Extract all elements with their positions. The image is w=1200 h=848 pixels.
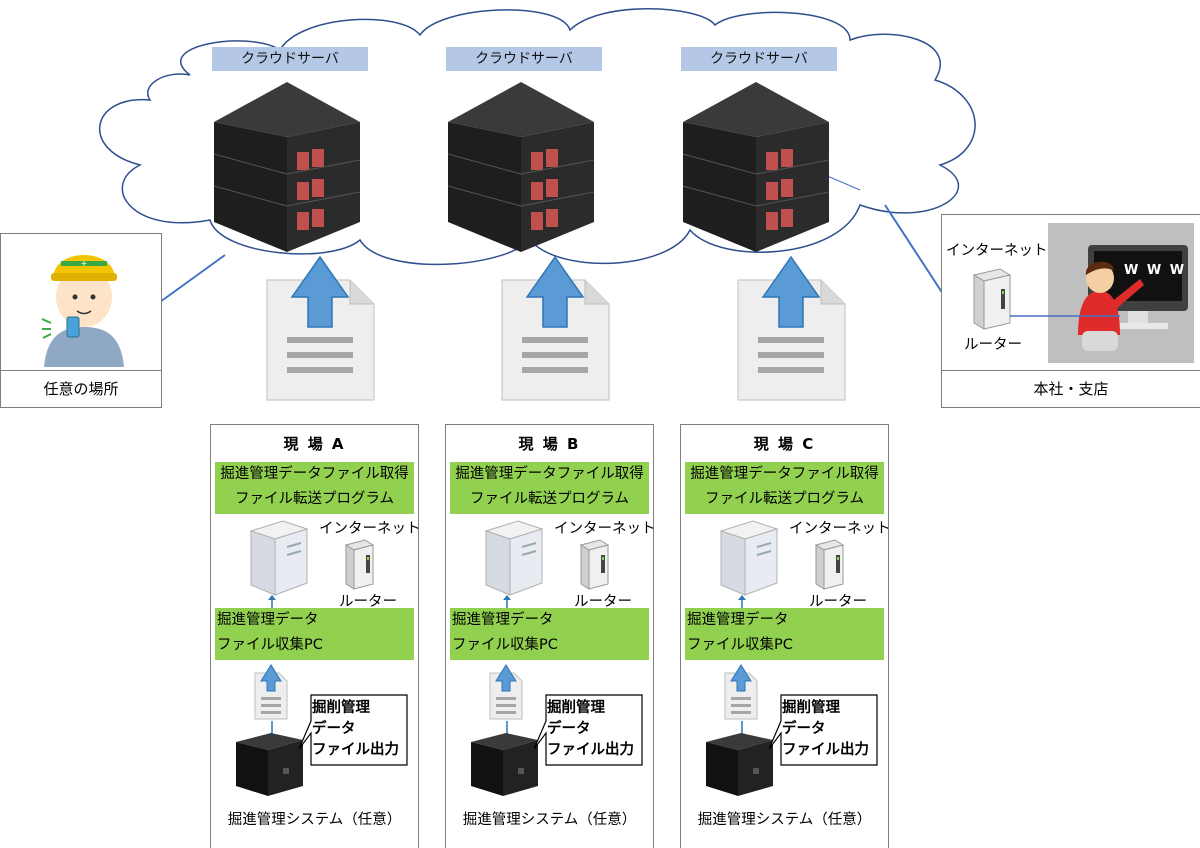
drilling-system-label: 掘進管理システム（任意） bbox=[697, 812, 872, 828]
site-panel-c: 現 場 C 掘進管理データファイル取得 ファイル転送プログラム インターネット … bbox=[680, 424, 891, 848]
cloud-server-label-1: クラウドサーバ bbox=[212, 47, 368, 71]
site-internet-label: インターネット bbox=[554, 521, 656, 537]
server-rack-icon bbox=[682, 82, 830, 252]
collection-pc-tower-icon bbox=[484, 520, 544, 596]
transfer-program-line1: 掘進管理データファイル取得 bbox=[455, 466, 644, 482]
callout-line1: 掘削管理 bbox=[312, 700, 370, 716]
output-callout-box bbox=[534, 694, 643, 766]
transfer-program-line1: 掘進管理データファイル取得 bbox=[690, 466, 879, 482]
upload-document-icon bbox=[501, 255, 610, 401]
site-title: 現 場 C bbox=[753, 435, 816, 453]
collection-pc-line2: ファイル収集PC bbox=[452, 637, 558, 653]
output-file-upload-icon bbox=[489, 664, 523, 720]
callout-line3: ファイル出力 bbox=[312, 742, 399, 758]
output-callout-text: 掘削管理 データ ファイル出力 bbox=[782, 698, 869, 761]
site-panel-b: 現 場 B 掘進管理データファイル取得 ファイル転送プログラム インターネット … bbox=[445, 424, 656, 848]
upload-document-icon bbox=[266, 255, 375, 401]
drilling-system-label: 掘進管理システム（任意） bbox=[462, 812, 637, 828]
output-callout-text: 掘削管理 データ ファイル出力 bbox=[312, 698, 399, 761]
head-office-caption: 本社・支店 bbox=[942, 370, 1200, 407]
site-internet-label: インターネット bbox=[789, 521, 891, 537]
internet-label: インターネット bbox=[946, 243, 1048, 259]
remote-location-box: + 任意の場所 bbox=[0, 233, 162, 408]
collection-pc-line2: ファイル収集PC bbox=[217, 637, 323, 653]
callout-line3: ファイル出力 bbox=[547, 742, 634, 758]
head-office-box: インターネット ルーター W W W 本社・支店 bbox=[941, 214, 1200, 408]
transfer-program-band: 掘進管理データファイル取得 ファイル転送プログラム bbox=[450, 462, 649, 514]
transfer-program-line2: ファイル転送プログラム bbox=[469, 491, 630, 507]
callout-line2: データ bbox=[782, 721, 826, 737]
transfer-program-line1: 掘進管理データファイル取得 bbox=[220, 466, 409, 482]
output-callout-box bbox=[299, 694, 408, 766]
collection-pc-line1: 掘進管理データ bbox=[217, 612, 319, 628]
site-router-icon bbox=[814, 539, 845, 590]
output-file-upload-icon bbox=[724, 664, 758, 720]
callout-line1: 掘削管理 bbox=[782, 700, 840, 716]
server-rack-icon bbox=[447, 82, 595, 252]
collection-pc-tower-icon bbox=[719, 520, 779, 596]
collection-pc-line2: ファイル収集PC bbox=[687, 637, 793, 653]
collection-pc-band: 掘進管理データ ファイル収集PC bbox=[450, 608, 649, 660]
callout-line2: データ bbox=[547, 721, 591, 737]
site-title: 現 場 A bbox=[283, 435, 346, 453]
server-rack-icon bbox=[213, 82, 361, 252]
site-title: 現 場 B bbox=[518, 435, 581, 453]
svg-text:+: + bbox=[81, 259, 88, 268]
output-file-upload-icon bbox=[254, 664, 288, 720]
drilling-system-pc-icon bbox=[236, 733, 303, 796]
output-callout-text: 掘削管理 データ ファイル出力 bbox=[547, 698, 634, 761]
network-cable bbox=[1010, 315, 1120, 317]
callout-line1: 掘削管理 bbox=[547, 700, 605, 716]
site-router-icon bbox=[579, 539, 610, 590]
callout-line3: ファイル出力 bbox=[782, 742, 869, 758]
site-panel-a: 現 場 A 掘進管理データファイル取得 ファイル転送プログラム インターネット … bbox=[210, 424, 421, 848]
router-label: ルーター bbox=[964, 337, 1022, 353]
upload-document-icon bbox=[737, 255, 846, 401]
transfer-program-line2: ファイル転送プログラム bbox=[234, 491, 395, 507]
collection-pc-line1: 掘進管理データ bbox=[687, 612, 789, 628]
user-at-monitor-panel: W W W bbox=[1048, 223, 1194, 363]
site-router-label: ルーター bbox=[339, 594, 397, 610]
collection-pc-line1: 掘進管理データ bbox=[452, 612, 554, 628]
collection-pc-band: 掘進管理データ ファイル収集PC bbox=[685, 608, 884, 660]
drilling-system-pc-icon bbox=[706, 733, 773, 796]
site-router-label: ルーター bbox=[809, 594, 867, 610]
collection-pc-band: 掘進管理データ ファイル収集PC bbox=[215, 608, 414, 660]
cloud-server-label-2: クラウドサーバ bbox=[446, 47, 602, 71]
remote-location-caption: 任意の場所 bbox=[1, 370, 161, 407]
collection-pc-tower-icon bbox=[249, 520, 309, 596]
output-callout-box bbox=[769, 694, 878, 766]
transfer-program-band: 掘進管理データファイル取得 ファイル転送プログラム bbox=[685, 462, 884, 514]
site-router-icon bbox=[344, 539, 375, 590]
transfer-program-line2: ファイル転送プログラム bbox=[704, 491, 865, 507]
worker-with-phone-icon: + bbox=[41, 255, 124, 367]
callout-line2: データ bbox=[312, 721, 356, 737]
site-internet-label: インターネット bbox=[319, 521, 421, 537]
site-router-label: ルーター bbox=[574, 594, 632, 610]
cloud-server-label-3: クラウドサーバ bbox=[681, 47, 837, 71]
drilling-system-pc-icon bbox=[471, 733, 538, 796]
www-screen-text: W W W bbox=[1124, 263, 1187, 278]
transfer-program-band: 掘進管理データファイル取得 ファイル転送プログラム bbox=[215, 462, 414, 514]
drilling-system-label: 掘進管理システム（任意） bbox=[227, 812, 402, 828]
router-icon bbox=[972, 268, 1012, 330]
